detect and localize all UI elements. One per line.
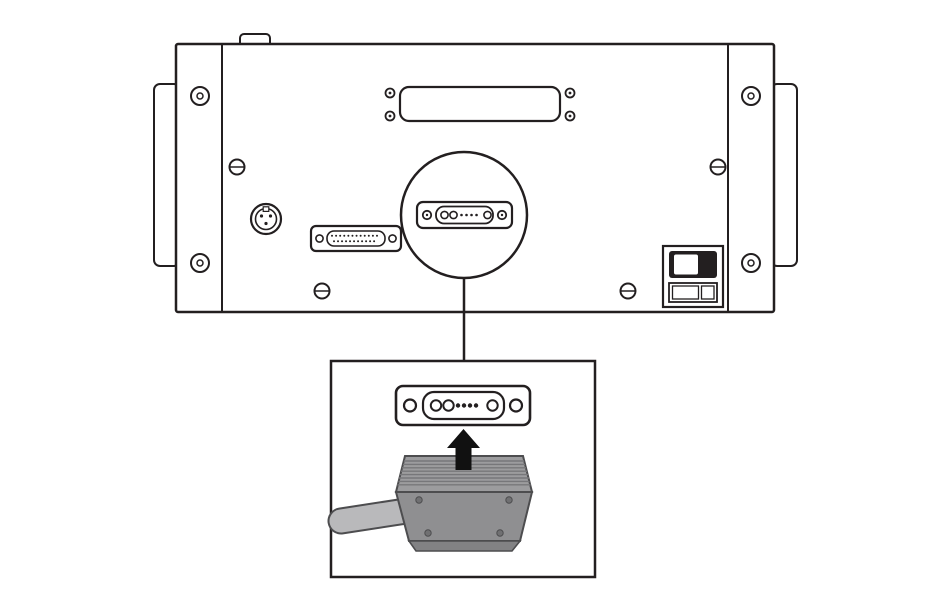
panel-screw xyxy=(313,282,331,300)
plug-screw xyxy=(505,496,513,504)
din-connector xyxy=(249,202,283,236)
db25-connector xyxy=(309,224,403,253)
highlighted-13w3-connector xyxy=(415,200,514,230)
plug-screw xyxy=(496,529,504,537)
plug-screw xyxy=(424,529,432,537)
rack-ear-screw xyxy=(190,86,210,106)
slot-screw xyxy=(564,87,576,99)
slot-screw xyxy=(384,87,396,99)
power-switch-rocker xyxy=(674,254,698,275)
power-inlet-module xyxy=(661,244,725,309)
rack-ear-screw xyxy=(741,86,761,106)
rack-ear-screw xyxy=(741,253,761,273)
slot-screw xyxy=(564,110,576,122)
up-arrow xyxy=(447,429,480,470)
magnifier-bubble xyxy=(399,150,529,280)
slot-screw xyxy=(384,110,396,122)
panel-screw xyxy=(228,158,246,176)
detail-13w3-connector xyxy=(394,384,532,427)
rack-ear-screw xyxy=(190,253,210,273)
detail-inset-box xyxy=(327,359,597,579)
mount-hole-left xyxy=(402,398,418,413)
plug-screw xyxy=(415,496,423,504)
fuse-drawer xyxy=(668,282,718,303)
device-rear-panel xyxy=(153,33,798,314)
panel-screw xyxy=(619,282,637,300)
cable xyxy=(327,497,420,535)
vent-slot-plate xyxy=(398,85,562,123)
panel-screw xyxy=(709,158,727,176)
mount-hole-right xyxy=(508,398,524,413)
plug-bottom-face xyxy=(407,540,522,552)
cable-plug xyxy=(394,455,534,552)
